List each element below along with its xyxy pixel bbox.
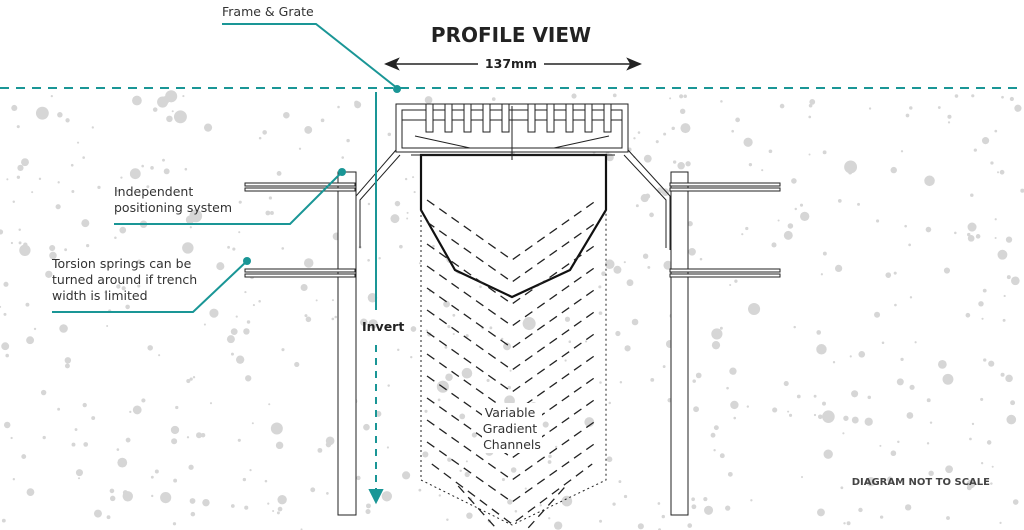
- channel-gradient-line: [426, 331, 598, 393]
- channel-gradient-line: [426, 243, 598, 305]
- channel-gradient-line: [457, 485, 567, 530]
- brackets: [355, 149, 671, 250]
- channels-label: Variable Gradient Channels: [482, 403, 542, 453]
- channel-gradient-line: [426, 287, 598, 349]
- channel-gradient-line: [426, 265, 598, 327]
- grate-slot: [501, 103, 510, 133]
- channel-gradient-line: [426, 375, 598, 437]
- channel-gradient-line: [426, 419, 598, 481]
- grate-slot: [527, 103, 536, 133]
- channel-gradient-line: [426, 441, 598, 503]
- svg-text:Variable Gradient: Variable Gradient Channels: [483, 405, 541, 452]
- ground-texture: [0, 90, 1024, 530]
- scale-note: DIAGRAM NOT TO SCALE: [852, 477, 990, 488]
- right-positioning-system: [669, 171, 781, 516]
- channel-body: [419, 153, 608, 530]
- grate-slot: [463, 103, 472, 133]
- invert-indicator: [368, 92, 384, 505]
- grate-slot: [584, 103, 593, 133]
- grate-slot: [546, 103, 555, 133]
- dimension-label: 137mm: [485, 56, 537, 71]
- title: PROFILE VIEW: [431, 23, 591, 47]
- frame-grate-label: Frame & Grate: [222, 4, 314, 19]
- positioning-label: Independent positioning system: [114, 184, 232, 215]
- grate-slot: [603, 103, 612, 133]
- channel-gradient-line: [426, 221, 598, 283]
- grate-slot: [425, 103, 434, 133]
- left-positioning-system: [244, 171, 357, 516]
- callout-leaders: [52, 23, 398, 313]
- channel-gradient-line: [426, 199, 598, 261]
- torsion-label: Torsion springs can be turned around if …: [51, 256, 201, 303]
- frame-and-grate: [395, 103, 629, 160]
- channel-gradient-line: [426, 397, 598, 459]
- grate-slot: [482, 103, 491, 133]
- channel-gradient-line: [431, 463, 593, 525]
- grate-slot: [565, 103, 574, 133]
- channel-gradient-line: [426, 309, 598, 371]
- channel-gradient-line: [426, 353, 598, 415]
- invert-label: Invert: [362, 319, 404, 334]
- grate-slot: [444, 103, 453, 133]
